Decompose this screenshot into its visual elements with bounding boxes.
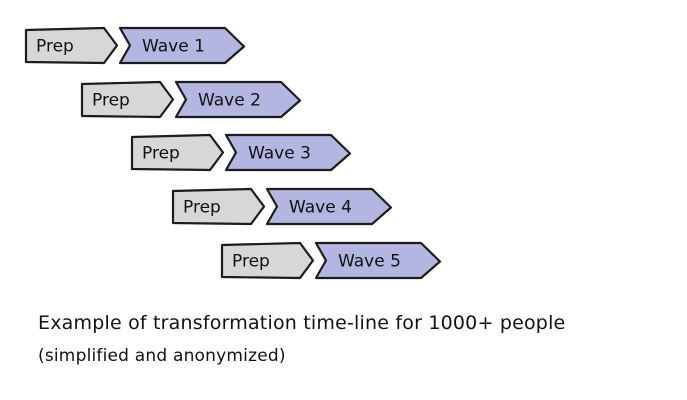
timeline-row-5: Prep Wave 5: [220, 241, 442, 280]
prep-chevron-5: [220, 241, 315, 280]
wave-chevron-1: [118, 26, 246, 65]
prep-label-4: Prep: [183, 198, 221, 218]
wave-chevron-5: [314, 241, 442, 280]
wave-chevron-4: [265, 187, 393, 226]
prep-label-2: Prep: [92, 91, 130, 111]
wave-chevron-3: [224, 133, 352, 172]
prep-chevron-3: [130, 133, 225, 172]
timeline-row-1: Prep Wave 1: [24, 26, 246, 65]
prep-chevron-1: [24, 26, 119, 65]
wave-label-1: Wave 1: [142, 37, 205, 57]
wave-label-2: Wave 2: [198, 91, 261, 111]
prep-label-1: Prep: [36, 37, 74, 57]
caption-subtitle: (simplified and anonymized): [38, 346, 286, 366]
prep-label-3: Prep: [142, 144, 180, 164]
timeline-row-3: Prep Wave 3: [130, 133, 352, 172]
timeline-row-2: Prep Wave 2: [80, 80, 302, 119]
prep-chevron-4: [171, 187, 266, 226]
prep-label-5: Prep: [232, 252, 270, 272]
caption-title: Example of transformation time-line for …: [38, 312, 566, 334]
wave-label-3: Wave 3: [248, 144, 311, 164]
prep-chevron-2: [80, 80, 175, 119]
timeline-row-4: Prep Wave 4: [171, 187, 393, 226]
wave-chevron-2: [174, 80, 302, 119]
wave-label-5: Wave 5: [338, 252, 401, 272]
wave-label-4: Wave 4: [289, 198, 352, 218]
